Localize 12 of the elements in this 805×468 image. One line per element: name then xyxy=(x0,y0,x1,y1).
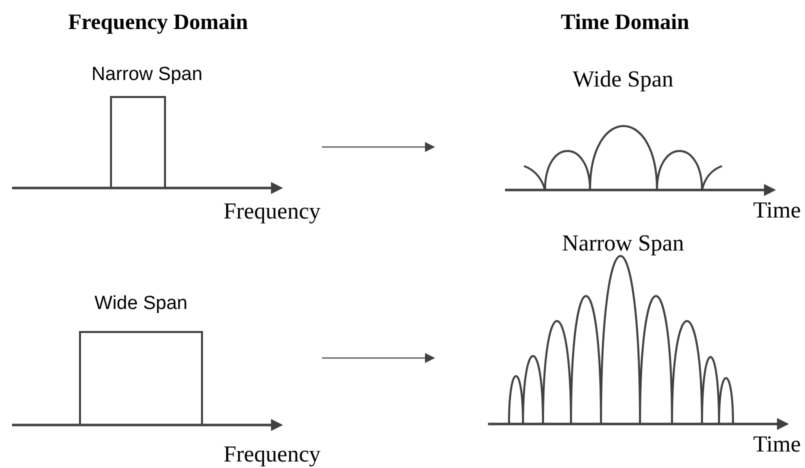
arrow xyxy=(322,353,435,363)
arrow xyxy=(322,142,435,152)
plot-label: Wide Span xyxy=(572,66,674,94)
axis-label: Time xyxy=(753,196,801,225)
axis-label: Time xyxy=(753,430,801,459)
axis-label: Frequency xyxy=(223,198,321,226)
plot-label: Narrow Span xyxy=(562,230,684,258)
plot-label: Narrow Span xyxy=(92,63,202,87)
column-heading: Frequency Domain xyxy=(68,8,248,36)
column-heading: Time Domain xyxy=(560,8,690,36)
plot-label: Wide Span xyxy=(94,292,188,316)
axis-label: Frequency xyxy=(223,440,321,468)
